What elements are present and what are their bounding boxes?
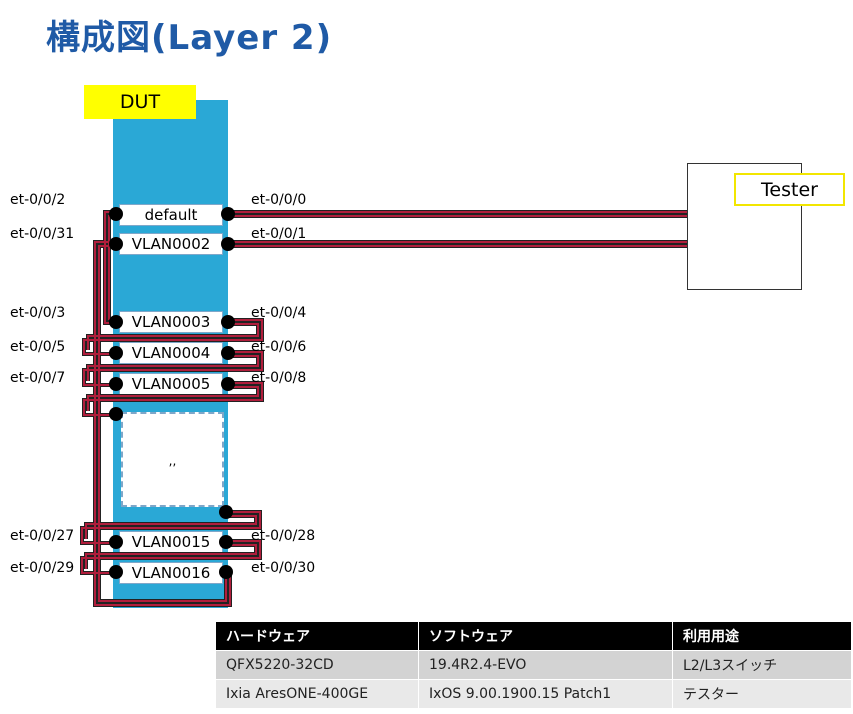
column-header: 利用用途 (672, 621, 852, 651)
port-dot (221, 207, 235, 221)
table-cell: QFX5220-32CD (215, 650, 419, 680)
vlan-0016: VLAN0016 (119, 562, 223, 584)
omitted-vlans-box: ,, (121, 412, 224, 507)
port-dot (221, 237, 235, 251)
port-dot (221, 377, 235, 391)
port-label-right: et-0/0/1 (251, 226, 307, 242)
port-dot (109, 535, 123, 549)
port-label-right: et-0/0/8 (251, 370, 307, 386)
page-title: 構成図(Layer 2) (46, 18, 333, 58)
cable-core-0 (228, 211, 687, 217)
port-label-left: et-0/0/3 (10, 305, 66, 321)
cable-3 (93, 240, 232, 607)
port-dot (219, 505, 233, 519)
vlan-0005: VLAN0005 (119, 373, 223, 395)
cable-core-6 (83, 382, 263, 416)
table-cell: Ixia AresONE-400GE (215, 679, 419, 709)
cable-core-5 (83, 351, 263, 386)
port-dot (109, 237, 123, 251)
cable-outline (80, 210, 687, 607)
cable-2 (103, 210, 119, 325)
table-cell: L2/L3スイッチ (672, 650, 852, 680)
port-dot (221, 346, 235, 360)
table-header-row: ハードウェア ソフトウェア 利用用途 (215, 621, 852, 651)
cable-core-4 (83, 319, 263, 355)
port-dot (109, 377, 123, 391)
port-dot (109, 315, 123, 329)
port-dot (109, 565, 123, 579)
port-label-left: et-0/0/27 (10, 528, 75, 544)
port-label-right: et-0/0/6 (251, 339, 307, 355)
table-cell: テスター (672, 679, 852, 709)
cable-core-7 (81, 511, 261, 544)
port-dot (221, 315, 235, 329)
cable-core (81, 211, 687, 606)
tester-label: Tester (734, 173, 845, 206)
port-label-left: et-0/0/7 (10, 370, 66, 386)
table-cell: IxOS 9.00.1900.15 Patch1 (418, 679, 673, 709)
port-dot (109, 207, 123, 221)
column-header: ソフトウェア (418, 621, 673, 651)
port-dot (219, 535, 233, 549)
port-label-right: et-0/0/0 (251, 192, 307, 208)
port-label-right: et-0/0/4 (251, 305, 307, 321)
cable-core-8 (81, 540, 261, 574)
ellipsis-text: ,, (168, 454, 177, 468)
port-label-left: et-0/0/29 (10, 560, 75, 576)
vlan-0004: VLAN0004 (119, 342, 223, 364)
port-label-left: et-0/0/2 (10, 192, 66, 208)
table-cell: 19.4R2.4-EVO (418, 650, 673, 680)
port-label-right: et-0/0/30 (251, 560, 316, 576)
cable-core-3 (94, 241, 231, 606)
table-row: Ixia AresONE-400GE IxOS 9.00.1900.15 Pat… (215, 679, 852, 709)
port-label-left: et-0/0/31 (10, 226, 75, 242)
port-dot (109, 407, 123, 421)
column-header: ハードウェア (215, 621, 419, 651)
port-label-left: et-0/0/5 (10, 339, 66, 355)
equipment-table: ハードウェア ソフトウェア 利用用途 QFX5220-32CD 19.4R2.4… (215, 621, 852, 709)
table-row: QFX5220-32CD 19.4R2.4-EVO L2/L3スイッチ (215, 650, 852, 680)
cable-core-1 (228, 241, 687, 247)
port-dot (219, 565, 233, 579)
port-dot (109, 346, 123, 360)
dut-label: DUT (84, 85, 196, 119)
port-label-right: et-0/0/28 (251, 528, 316, 544)
